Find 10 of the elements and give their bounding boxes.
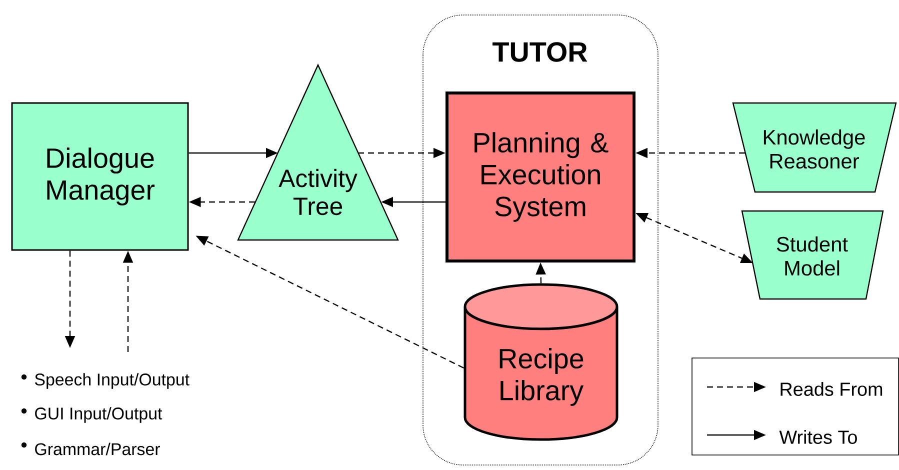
database-cylinder: Recipe Library: [464, 283, 618, 441]
legend-label: Writes To: [779, 430, 857, 444]
trapezoid-node: Student Model: [741, 210, 884, 300]
trapezoid-node: Knowledge Reasoner: [732, 102, 897, 193]
legend-label: Reads From: [780, 382, 882, 396]
process-box: Dialogue Manager: [11, 102, 189, 251]
bullet-item: Speech Input/Output: [21, 373, 190, 389]
bullet-item: Grammar/Parser: [21, 442, 160, 456]
bullet-item: GUI Input/Output: [21, 407, 162, 423]
process-box: Planning & Execution System: [446, 92, 636, 262]
